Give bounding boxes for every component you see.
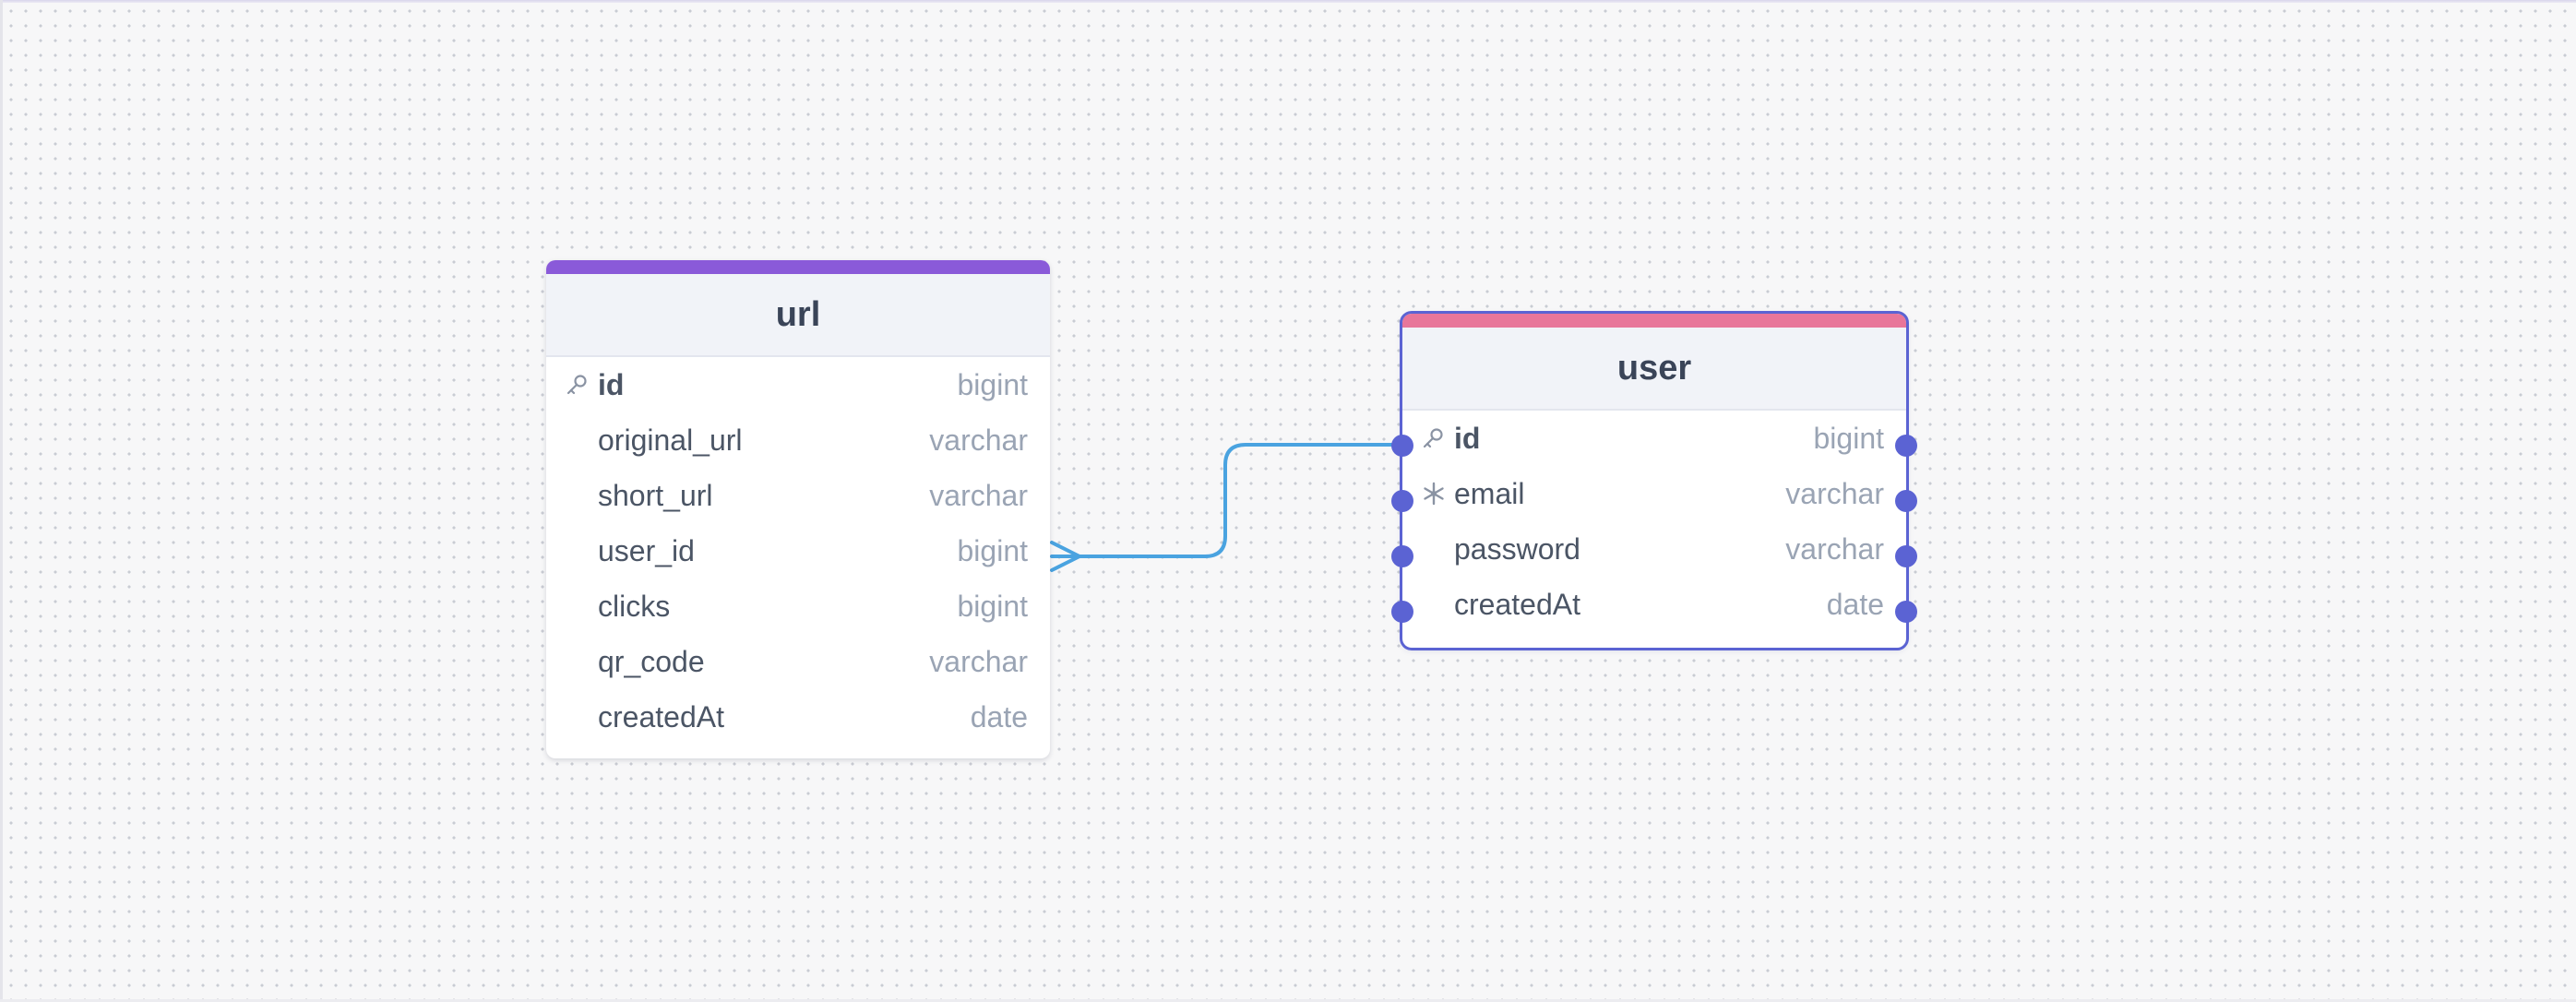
column-name: short_url (598, 478, 713, 512)
column-name: createdAt (1454, 587, 1580, 621)
column-type: bigint (957, 533, 1029, 567)
column-row-email[interactable]: email varchar (1402, 466, 1906, 521)
key-icon (1421, 411, 1454, 466)
column-type: bigint (1813, 421, 1885, 455)
connection-handle-email-left[interactable] (1391, 490, 1413, 512)
table-user[interactable]: user id bigint (1391, 311, 1917, 650)
connection-handle-id-left[interactable] (1391, 435, 1413, 457)
column-name: id (1454, 421, 1481, 455)
table-user-body: user id bigint (1402, 314, 1906, 648)
column-type: date (1826, 587, 1884, 621)
table-url-title: url (775, 294, 821, 334)
connection-handle-password-right[interactable] (1895, 545, 1917, 567)
table-url[interactable]: url id bigint original_url varchar short… (546, 260, 1050, 758)
connection-handle-createdat-right[interactable] (1895, 601, 1917, 623)
table-url-header[interactable]: url (546, 274, 1050, 357)
key-icon (565, 357, 598, 412)
canvas-bottom-border (0, 999, 2576, 1002)
column-row-password[interactable]: password varchar (1402, 521, 1906, 577)
column-name: clicks (598, 589, 671, 623)
column-name: user_id (598, 533, 695, 567)
table-url-color-bar (546, 260, 1050, 274)
canvas-top-border (0, 0, 2576, 3)
column-row-id[interactable]: id bigint (1402, 411, 1906, 466)
connection-handle-createdat-left[interactable] (1391, 601, 1413, 623)
table-user-title: user (1616, 348, 1692, 388)
column-row-short-url[interactable]: short_url varchar (546, 468, 1050, 523)
column-name: password (1454, 531, 1580, 566)
column-row-qr-code[interactable]: qr_code varchar (546, 634, 1050, 689)
connection-handle-password-left[interactable] (1391, 545, 1413, 567)
column-type: varchar (929, 478, 1028, 512)
canvas-left-border (0, 0, 3, 1002)
column-type: varchar (1785, 476, 1884, 510)
column-row-original-url[interactable]: original_url varchar (546, 412, 1050, 468)
column-type: varchar (929, 644, 1028, 678)
table-user-color-bar (1402, 314, 1906, 328)
column-row-clicks[interactable]: clicks bigint (546, 579, 1050, 634)
column-row-id[interactable]: id bigint (546, 357, 1050, 412)
column-row-createdat[interactable]: createdAt date (1402, 577, 1906, 632)
column-row-createdat[interactable]: createdAt date (546, 689, 1050, 745)
connection-handle-id-right[interactable] (1895, 435, 1917, 457)
column-type: varchar (929, 423, 1028, 457)
column-type: bigint (957, 589, 1029, 623)
column-name: email (1454, 476, 1525, 510)
column-type: varchar (1785, 531, 1884, 566)
column-type: date (970, 699, 1028, 734)
connection-handle-email-right[interactable] (1895, 490, 1917, 512)
column-row-user-id[interactable]: user_id bigint (546, 523, 1050, 579)
column-name: qr_code (598, 644, 705, 678)
table-user-header[interactable]: user (1402, 328, 1906, 411)
unique-snowflake-icon (1421, 466, 1454, 521)
column-name: id (598, 367, 625, 401)
column-name: createdAt (598, 699, 724, 734)
column-type: bigint (957, 367, 1029, 401)
column-name: original_url (598, 423, 743, 457)
